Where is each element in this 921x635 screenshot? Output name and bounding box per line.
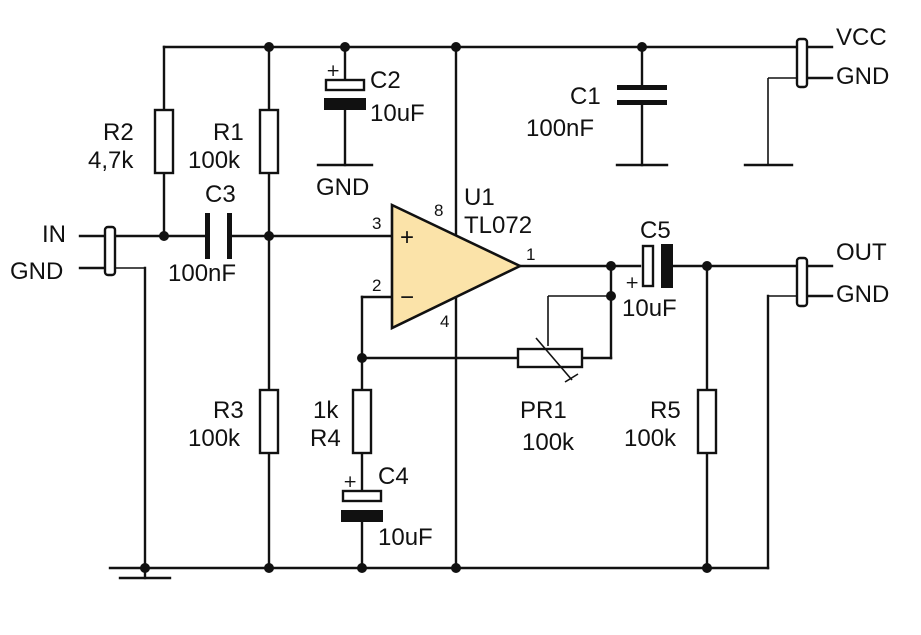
r5-value: 100k [624,425,677,452]
junction-dot [606,261,616,271]
c4-polarity-mark: + [343,472,357,492]
pr1-value: 100k [522,429,575,456]
c2-polarity-mark: + [326,61,340,81]
r3-value: 100k [188,425,241,452]
resistor-r5 [696,388,718,455]
c2-plate-positive [324,78,366,92]
junction-dot [702,261,712,271]
junctions [140,42,712,573]
u1-pin3: 3 [372,214,381,233]
u1-pin8: 8 [434,201,443,220]
c5-value: 10uF [622,295,677,322]
c4-value: 10uF [378,524,433,551]
out-label: OUT [836,239,887,266]
vcc-label: VCC [836,24,887,51]
c5-plate-positive [641,244,655,288]
u1-minus-sign: − [400,284,414,311]
junction-dot [264,563,274,573]
junction-dot [264,231,274,241]
u1-plus-sign: + [400,224,414,251]
u1-ref: U1 [464,184,495,211]
c1-plate-bottom [617,100,667,105]
resistor-r1 [258,108,280,175]
pr1-ref: PR1 [520,397,567,424]
junction-dot [140,563,150,573]
c4-plate-negative [341,510,383,522]
u1-pin1: 1 [526,245,535,264]
junction-dot [606,291,616,301]
resistor-r3 [258,388,280,455]
resistor-r2 [153,108,175,175]
c5-polarity-mark: + [625,273,639,293]
c5-plate-negative [661,244,673,288]
c3-ref: C3 [205,181,236,208]
connector-input [103,225,117,277]
junction-dot [451,42,461,52]
c3-value: 100nF [168,260,236,287]
c2-ref: C2 [370,67,401,94]
c1-plate-top [617,85,667,90]
c2-value: 10uF [370,100,425,127]
r2-value: 4,7k [88,147,134,174]
out-gnd-label: GND [836,281,889,308]
c4-plate-positive [341,489,383,503]
in-gnd-label: GND [10,258,63,285]
c2-plate-negative [324,98,366,110]
c1-ref: C1 [570,83,601,110]
r5-ref: R5 [650,397,681,424]
junction-dot [264,42,274,52]
junction-dot [702,563,712,573]
c5-ref: C5 [640,217,671,244]
c1-value: 100nF [526,115,594,142]
junction-dot [357,563,367,573]
connector-power [795,37,809,89]
c3-plate-left [205,213,210,259]
junction-dot [340,42,350,52]
u1-pin4: 4 [440,312,449,331]
in-label: IN [42,221,66,248]
resistor-r4 [351,388,373,455]
potentiometer-pr1 [516,347,584,369]
power-gnd-label: GND [836,63,889,90]
wiring [78,45,834,580]
u1-part: TL072 [464,212,532,239]
r1-ref: R1 [213,119,244,146]
c2-gnd-label: GND [316,174,369,201]
opamp-u1 [390,202,524,331]
c4-ref: C4 [378,463,409,490]
c3-plate-right [227,213,232,259]
connector-output [795,256,809,308]
junction-dot [159,231,169,241]
r4-value: 1k [313,397,339,424]
junction-dot [357,353,367,363]
pr1-adjust-line [535,337,573,381]
junction-dot [637,42,647,52]
r1-value: 100k [188,147,241,174]
junction-dot [451,563,461,573]
r4-ref: R4 [310,425,341,452]
r2-ref: R2 [103,119,134,146]
u1-pin2: 2 [372,276,381,295]
pr1-adjust-tick [564,373,579,383]
r3-ref: R3 [213,397,244,424]
